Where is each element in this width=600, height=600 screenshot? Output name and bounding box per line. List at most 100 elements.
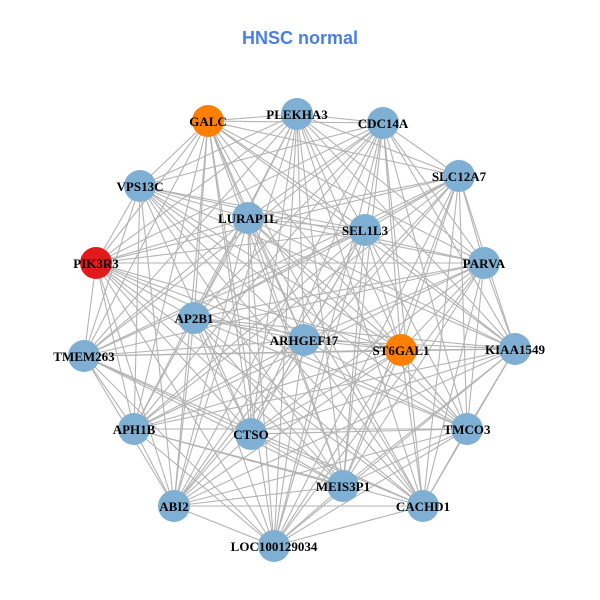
node-label: TMEM263 <box>53 349 115 364</box>
edge <box>133 120 209 430</box>
node-parva[interactable]: PARVA <box>463 247 506 279</box>
node-galc[interactable]: GALC <box>189 105 227 137</box>
node-label: SLC12A7 <box>432 169 487 184</box>
node-label: VPS13C <box>117 179 164 194</box>
edge <box>247 217 402 351</box>
node-sel1l3[interactable]: SEL1L3 <box>342 214 389 246</box>
node-label: AP2B1 <box>175 311 214 326</box>
node-circle[interactable] <box>451 413 483 445</box>
node-circle[interactable] <box>367 107 399 139</box>
node-circle[interactable] <box>192 105 224 137</box>
node-circle[interactable] <box>468 247 500 279</box>
edge <box>382 122 402 351</box>
node-circle[interactable] <box>499 333 531 365</box>
edge <box>139 185 249 219</box>
node-circle[interactable] <box>288 324 320 356</box>
node-pik3r3[interactable]: PIK3R3 <box>73 247 119 279</box>
edge <box>250 348 516 435</box>
node-st6gal1[interactable]: ST6GAL1 <box>372 334 430 366</box>
edge <box>296 113 460 177</box>
edge <box>95 122 384 264</box>
node-ctso[interactable]: CTSO <box>233 418 269 450</box>
edge <box>207 120 424 507</box>
edge <box>133 317 195 430</box>
node-tmco3[interactable]: TMCO3 <box>444 413 491 445</box>
node-circle[interactable] <box>235 418 267 450</box>
edge <box>95 229 366 264</box>
edge <box>83 217 249 357</box>
edge <box>303 339 424 507</box>
edge <box>422 262 485 507</box>
node-circle[interactable] <box>158 490 190 522</box>
edge <box>173 317 195 507</box>
edge <box>250 433 344 487</box>
figure-title: HNSC normal <box>241 28 358 48</box>
node-label: MEIS3P1 <box>316 479 370 494</box>
edge <box>382 122 485 264</box>
edge <box>273 339 305 547</box>
edge <box>193 120 209 319</box>
edge <box>193 262 485 319</box>
node-loc100129034[interactable]: LOC100129034 <box>231 530 318 562</box>
node-label: APH1B <box>113 422 156 437</box>
edge <box>193 317 468 430</box>
node-plekha3[interactable]: PLEKHA3 <box>266 98 328 130</box>
edge <box>193 317 305 341</box>
node-label: PARVA <box>463 256 506 271</box>
node-lurap1l[interactable]: LURAP1L <box>218 202 278 234</box>
edge <box>95 262 135 430</box>
node-circle[interactable] <box>385 334 417 366</box>
node-tmem263[interactable]: TMEM263 <box>53 340 115 372</box>
node-label: SEL1L3 <box>342 223 389 238</box>
node-label: KIAA1549 <box>485 342 545 357</box>
edge <box>303 175 460 341</box>
edge <box>193 317 424 507</box>
edge <box>247 217 252 435</box>
edge <box>364 229 516 350</box>
node-circle[interactable] <box>178 302 210 334</box>
node-circle[interactable] <box>258 530 290 562</box>
node-label: GALC <box>189 114 227 129</box>
node-circle[interactable] <box>407 490 439 522</box>
edge <box>273 428 468 547</box>
node-circle[interactable] <box>281 98 313 130</box>
edge <box>250 428 468 435</box>
node-vps13c[interactable]: VPS13C <box>117 170 164 202</box>
edge <box>250 262 485 435</box>
node-circle[interactable] <box>124 170 156 202</box>
node-slc12a7[interactable]: SLC12A7 <box>432 160 487 192</box>
edge <box>139 185 468 430</box>
node-circle[interactable] <box>118 413 150 445</box>
node-circle[interactable] <box>349 214 381 246</box>
edge <box>83 175 460 357</box>
edge <box>342 428 468 487</box>
node-kiaa1549[interactable]: KIAA1549 <box>485 333 545 365</box>
node-cachd1[interactable]: CACHD1 <box>396 490 450 522</box>
node-circle[interactable] <box>80 247 112 279</box>
node-circle[interactable] <box>443 160 475 192</box>
node-abi2[interactable]: ABI2 <box>158 490 190 522</box>
edge <box>95 262 195 319</box>
edge <box>139 185 175 507</box>
edge <box>139 122 384 187</box>
edge <box>173 229 366 507</box>
edge <box>133 428 424 507</box>
edge <box>95 262 344 487</box>
node-aph1b[interactable]: APH1B <box>113 413 156 445</box>
edge <box>207 120 366 231</box>
node-cdc14a[interactable]: CDC14A <box>358 107 409 139</box>
edge <box>207 120 275 547</box>
node-meis3p1[interactable]: MEIS3P1 <box>316 470 370 502</box>
node-circle[interactable] <box>68 340 100 372</box>
edge <box>342 262 485 487</box>
edge <box>83 339 305 357</box>
node-label: CACHD1 <box>396 499 450 514</box>
edge <box>83 122 384 357</box>
node-ap2b1[interactable]: AP2B1 <box>175 302 214 334</box>
node-circle[interactable] <box>327 470 359 502</box>
edge <box>250 433 424 507</box>
node-circle[interactable] <box>232 202 264 234</box>
node-arhgef17[interactable]: ARHGEF17 <box>270 324 339 356</box>
edge <box>193 317 252 435</box>
